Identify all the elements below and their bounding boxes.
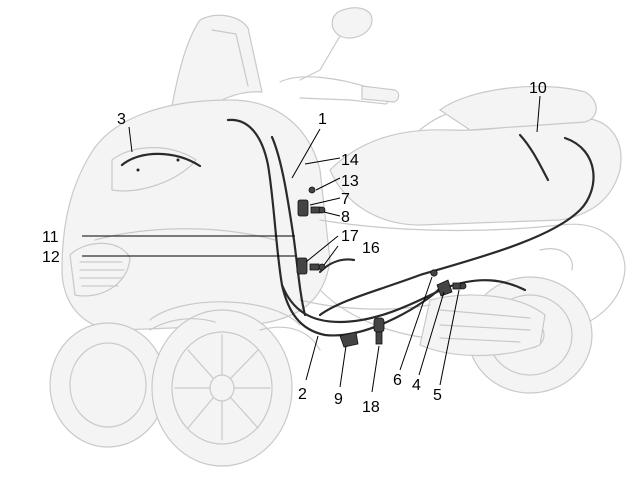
cable-clamp-17 [296,257,326,275]
callout-18: 18 [362,399,380,416]
cable-1-front-brake [270,135,307,317]
leader-lines [82,95,541,393]
scooter-outline [49,7,626,467]
cable-clamp-7 [297,199,309,217]
callout-16: 16 [362,240,380,257]
callout-5: 5 [433,387,442,404]
bracket-9 [339,331,359,348]
bolt-8 [310,206,326,214]
callout-14: 14 [341,152,359,169]
bracket-4 [436,279,453,297]
callout-13: 13 [341,173,359,190]
washer-13 [308,186,316,194]
callout-7: 7 [341,191,350,208]
callout-8: 8 [341,209,350,226]
callout-1: 1 [318,111,327,128]
cable-3-left [120,152,202,172]
callout-17: 17 [341,228,359,245]
callout-12: 12 [42,249,60,266]
callout-4: 4 [412,377,421,394]
screw-5 [452,282,467,290]
washer-6 [430,269,438,277]
callout-10: 10 [529,80,547,97]
cable-10-rear [318,133,595,317]
callout-labels: 1 2 3 4 5 6 7 8 9 10 11 12 13 14 16 17 1… [42,80,547,416]
callout-2: 2 [298,386,307,403]
callout-9: 9 [334,391,343,408]
clip-18 [373,317,385,345]
callout-6: 6 [393,372,402,389]
callout-3: 3 [117,111,126,128]
callout-11: 11 [42,229,59,246]
